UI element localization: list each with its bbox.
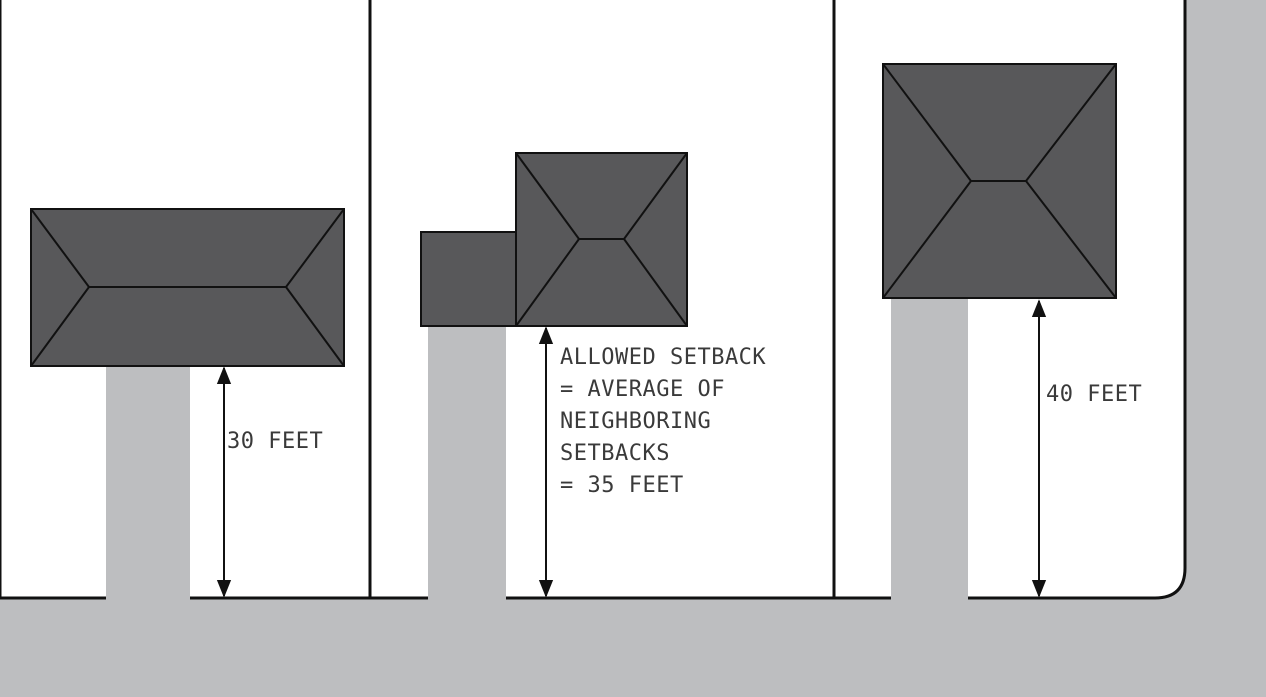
setback-label-right: 40 FEET (1046, 382, 1142, 407)
driveway-left (106, 366, 190, 600)
house-middle (420, 152, 688, 327)
setback-label-middle: ALLOWED SETBACK = AVERAGE OF NEIGHBORING… (560, 345, 780, 498)
house-right (882, 63, 1117, 299)
house-middle-garage (420, 231, 517, 327)
driveway-middle (428, 326, 506, 600)
house-left (30, 208, 345, 367)
setback-label-left: 30 FEET (227, 429, 323, 454)
driveway-right (891, 299, 968, 600)
